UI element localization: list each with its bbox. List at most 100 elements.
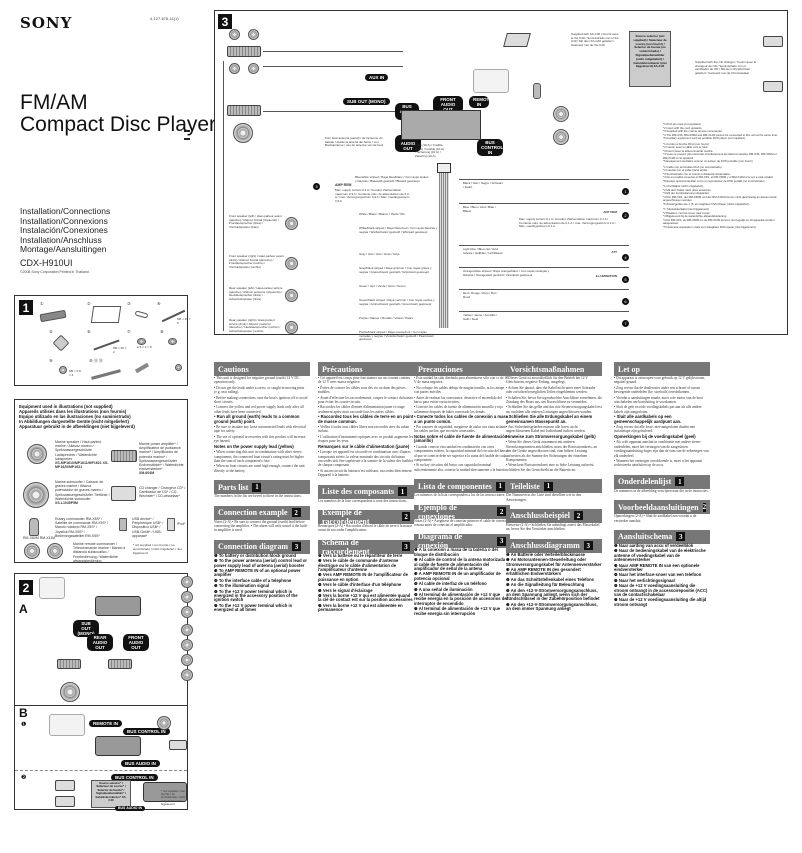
- speaker-a-4: [181, 624, 193, 636]
- step: ❷ Naar de bedieningskabel van de elektri…: [614, 548, 706, 563]
- column-dutch: Let op • Dit apparaat is ontworpen voor …: [614, 362, 710, 608]
- speaker-row: Rear speaker (left) / Haut-parleur arriè…: [229, 284, 439, 317]
- power-wire-row: Black / Noir / Negro / Schwarz / Zwart 1: [459, 179, 629, 203]
- step: ❹ An das Schnittstellenkabel eines Telef…: [506, 576, 594, 582]
- body-text: • When connecting this unit in combinati…: [214, 450, 304, 463]
- part-cap: [175, 364, 182, 371]
- body-text: • Achten Sie darauf, dass die Kabel nich…: [506, 385, 596, 395]
- heading-text: Voorbeeldaansluitingen: [618, 502, 699, 512]
- body-text: • Voordat u aansluitingen maakt, moet u …: [614, 395, 703, 405]
- step: ❺ A una señal de iluminación: [414, 586, 473, 592]
- footnote: *4 No es posible conectar el RM-X4S, el …: [663, 175, 774, 179]
- speaker-a-1: [181, 576, 193, 588]
- supplied-cd-note: Supplied with the CD changer / Fourni av…: [695, 60, 757, 75]
- heading-text: Ejemplo de conexiones: [418, 502, 457, 521]
- speaker-icon: [285, 257, 298, 270]
- footnote: *2 Insérer avec le câble vers le haut.: [663, 145, 709, 149]
- body-text: • Run all ground (earth) leads to a comm…: [214, 414, 300, 424]
- part-3: ③: [127, 301, 149, 319]
- wire-harness-connector: [437, 163, 451, 173]
- language-es: Instalación/Conexiones: [20, 225, 108, 235]
- washer-icon: [168, 338, 177, 345]
- item-name: Marine power amplifier* / Amplificateur …: [139, 442, 184, 472]
- vorsichtsmassnahmen-heading: Vorsichtsmaßnahmen: [506, 362, 602, 376]
- amplifier-top: [227, 46, 261, 57]
- step: ❶ Naar aarding van accu of verdeelblok: [614, 542, 694, 548]
- body-text: • Sluit de gele en rode voedingskabels p…: [614, 405, 702, 414]
- heading-text: Anschlussdiagramm: [510, 541, 580, 551]
- heading-text: Onderdelenlijst: [618, 477, 672, 487]
- cap-icon: [134, 310, 149, 319]
- cd-changer-1: [763, 36, 783, 47]
- body-text: • When no boat circuits are rated high e…: [214, 464, 305, 473]
- body-text: • Cet appareil est conçu pour fonctionne…: [318, 376, 411, 385]
- cd-changer-b2-1: [55, 780, 75, 791]
- speaker-icon: [285, 217, 298, 230]
- cd-changer-b: [169, 740, 187, 750]
- body-text: • Cuando conecte esta unidad en combinac…: [414, 444, 508, 462]
- section-badge: 2: [702, 502, 707, 512]
- heading-text: Let op: [618, 364, 640, 374]
- step: ❶ Vers la batterie ou le répartiteur de …: [318, 552, 403, 558]
- speaker-name: Front speaker (right) / Haut-parleur ava…: [229, 254, 284, 269]
- subheading: Notas sobre el cable de fuente de alimen…: [414, 433, 508, 444]
- step: ❹ Naar het interface-snoer van een telef…: [614, 572, 702, 578]
- heading-text: Teileliste: [510, 481, 540, 491]
- speaker-name: Rear speaker (left) / Haut-parleur arriè…: [229, 286, 283, 301]
- speaker-icon: [285, 289, 298, 302]
- footnote: *5 Equipo opcional auxiliar como un repr…: [663, 178, 765, 183]
- precauciones-heading: Precauciones: [414, 362, 510, 376]
- section-badge: 2: [402, 512, 410, 522]
- ipod-label: iPod*: [177, 522, 186, 526]
- section-number-1: 1: [19, 300, 33, 315]
- language-de: Installation/Anschluss: [20, 234, 102, 245]
- body-text: • Esta unidad ha sido diseñada para alim…: [414, 376, 509, 385]
- antenna-note: from boat antenna (aerial) / de l'antenn…: [325, 136, 384, 148]
- step: ❺ Vers le signal d'éclairage: [318, 587, 373, 593]
- head-unit-rear-panel: [401, 110, 481, 140]
- step: ❼ To the +12 V power terminal which is e…: [214, 602, 293, 613]
- footnote: *4 Der RM-X4S, der RM-X60M und der RM-X1…: [663, 194, 777, 202]
- amplifier-a-1: [57, 659, 81, 669]
- connector-number: 6: [622, 298, 629, 305]
- marine-speaker-label: Marine speaker / Haut-parleur marine / A…: [55, 440, 110, 469]
- wire-current: Max. supply current 0.1 A / Courant d'al…: [519, 217, 616, 229]
- step: ❻ An den +12-V-Stromversorgungsanschluss…: [506, 587, 600, 602]
- footnote: *3 Supplied with the marine remote comma…: [663, 129, 723, 133]
- part-10-12: ⑩ ⑪ ⑫: [89, 358, 121, 380]
- marine-subwoofer-label: Marine subwoofer / Caisson de graves mar…: [55, 480, 110, 505]
- equipment-heading-en: Equipment used in illustrations (not sup…: [19, 404, 113, 409]
- frame-icon: [90, 306, 122, 323]
- footnote: *2 Insert with the cord upwards.: [663, 125, 703, 130]
- speaker-a-5: [181, 639, 193, 651]
- language-nl: Montage/Aansluitingen: [20, 244, 107, 254]
- body-text: • L'utilisation d'instruments optiques a…: [318, 434, 414, 444]
- heading-text: Lista de componentes: [418, 481, 492, 491]
- heading-text: Connection example: [218, 508, 288, 518]
- step: ❹ To the interface cable of a telephone: [214, 577, 292, 583]
- rotary-commander-icon: [29, 518, 39, 536]
- divider-ab: [15, 705, 187, 706]
- body-text: The numbers in the list are keyed to tho…: [214, 494, 302, 499]
- footnote: *2 Insertar con el cable hacia arriba.: [663, 168, 708, 172]
- footnote: *1 Cable con terminales RCA (no suminist…: [663, 164, 722, 169]
- amp-rem-current: Max. supply current 0.3 A / Courant d'al…: [335, 188, 410, 203]
- remote-in-label: REMOTE IN: [469, 96, 492, 108]
- rotary-commander-label: Rotary commander RM-X5S* / Satellite de …: [55, 517, 109, 538]
- body-text: • Si aucun circuit du bateau n'est suffi…: [318, 468, 412, 478]
- body-text: • Schalten Sie, bevor Sie irgendwelche A…: [506, 395, 603, 405]
- step: ❻ Vers la borne +12 V qui est alimentée …: [318, 593, 413, 603]
- part-id: ⑧: [160, 329, 164, 334]
- head-unit-b: [95, 736, 141, 756]
- remote-commander-b: [157, 716, 171, 730]
- speaker-row: Front speaker (left) / Haut-parleur avan…: [229, 212, 439, 253]
- section-badge: 1: [252, 482, 262, 492]
- wire-plus: Gray / Gris / Gris / Grau / Grijs: [359, 252, 400, 256]
- fuse-note: Fuse (10 A) / Fusible (10 A) / Fusible (…: [415, 143, 445, 158]
- heading-text: Cautions: [218, 364, 249, 374]
- washer-icon: [137, 338, 146, 345]
- power-wire-row: Red / Rouge / Rojo / Rot / Rood 6: [459, 289, 629, 311]
